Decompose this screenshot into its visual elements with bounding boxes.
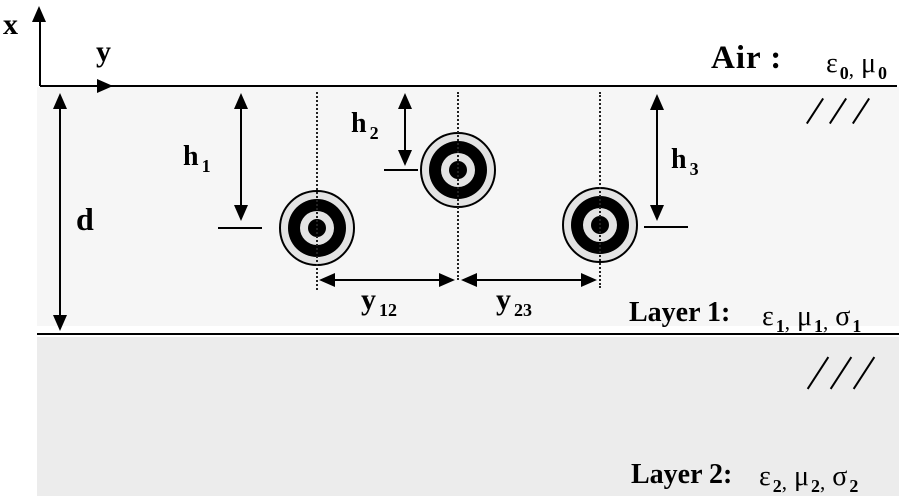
dim-y23-arrow-stem <box>475 279 583 281</box>
mu1-subscript: 1 <box>814 316 824 336</box>
dim-y12-arrow-stem <box>333 279 441 281</box>
layer2-region <box>37 337 899 496</box>
cable1-depth-marker-line <box>218 227 262 229</box>
epsilon1-subscript: 1 <box>775 316 785 336</box>
dim-y12-subscript: 12 <box>379 300 397 320</box>
mu0-symbol: μ <box>861 48 877 79</box>
dim-y12-arrowhead-left-icon <box>319 273 335 287</box>
epsilon1-symbol: ε <box>762 301 774 332</box>
cable1-centerline <box>316 92 318 290</box>
dim-h1-subscript: 1 <box>201 156 211 176</box>
x-axis-label: x <box>3 10 18 40</box>
dim-h3-label-text: h <box>671 144 687 175</box>
dim-d-arrowhead-top-icon <box>53 93 67 109</box>
dim-h3-subscript: 3 <box>689 159 699 179</box>
epsilon0-symbol: ε <box>826 48 838 79</box>
layer2-label: Layer 2: <box>631 461 732 489</box>
epsilon2-subscript: 2 <box>772 476 782 496</box>
mu1-symbol: μ <box>797 301 813 332</box>
dim-h3-arrow-stem <box>656 109 658 206</box>
dim-h3-arrowhead-top-icon <box>650 94 664 110</box>
dim-h2-arrow-stem <box>404 108 406 151</box>
y-axis-arrowhead-icon <box>97 79 113 93</box>
dim-d-arrow-stem <box>59 108 61 316</box>
dim-h1-arrow-stem <box>240 108 242 206</box>
sigma2-symbol: σ <box>832 461 848 492</box>
layer2-separator-1: , <box>781 470 788 494</box>
ground-surface-line <box>40 85 897 87</box>
mu2-subscript: 2 <box>811 476 821 496</box>
y-axis-label: y <box>96 37 111 67</box>
sigma1-subscript: 1 <box>852 316 862 336</box>
dim-h2-arrowhead-bottom-icon <box>398 150 412 166</box>
layer1-label-text: Layer 1: <box>629 297 731 328</box>
air-label: Air : <box>711 42 782 75</box>
dim-h2-arrowhead-top-icon <box>398 93 412 109</box>
cable3-depth-marker-line <box>644 226 688 228</box>
layer1-separator-1: , <box>784 310 791 334</box>
dim-h2-subscript: 2 <box>369 123 379 143</box>
mu2-symbol: μ <box>794 461 810 492</box>
cable2-depth-marker-line <box>384 169 418 171</box>
cable3-centerline <box>599 92 601 288</box>
dim-y23-arrowhead-right-icon <box>581 273 597 287</box>
air-separator-1: , <box>848 57 855 81</box>
dim-y12-label-text: y <box>361 283 376 316</box>
dim-h3-arrowhead-bottom-icon <box>650 205 664 221</box>
dim-h1-arrowhead-bottom-icon <box>234 205 248 221</box>
dim-h1-label-text: h <box>183 141 199 172</box>
x-axis-arrowhead-icon <box>32 6 46 22</box>
x-axis-label-text: x <box>3 8 18 41</box>
dim-d-arrowhead-bottom-icon <box>53 315 67 331</box>
x-axis-line <box>39 20 41 86</box>
dim-y12-arrowhead-right-icon <box>439 273 455 287</box>
dim-y23-subscript: 23 <box>514 300 532 320</box>
air-label-text: Air : <box>711 40 783 76</box>
mu0-subscript: 0 <box>878 63 888 83</box>
y-axis-label-text: y <box>96 35 111 68</box>
epsilon0-subscript: 0 <box>839 63 849 83</box>
layer-interface-line <box>37 333 899 335</box>
dim-y23-arrowhead-left-icon <box>461 273 477 287</box>
dim-d-label: d <box>76 203 94 235</box>
dim-y23-label-text: y <box>496 283 511 316</box>
dim-h2-label-text: h <box>351 108 367 139</box>
layer2-label-text: Layer 2: <box>631 459 733 490</box>
dim-h1-arrowhead-top-icon <box>234 93 248 109</box>
cable2-centerline <box>457 92 459 280</box>
dim-d-label-text: d <box>76 201 94 237</box>
sigma1-symbol: σ <box>835 301 851 332</box>
epsilon2-symbol: ε <box>759 461 771 492</box>
layer1-label: Layer 1: <box>629 299 730 327</box>
layer1-separator-2: , <box>823 310 829 334</box>
layer2-separator-2: , <box>820 470 826 494</box>
sigma2-subscript: 2 <box>849 476 859 496</box>
